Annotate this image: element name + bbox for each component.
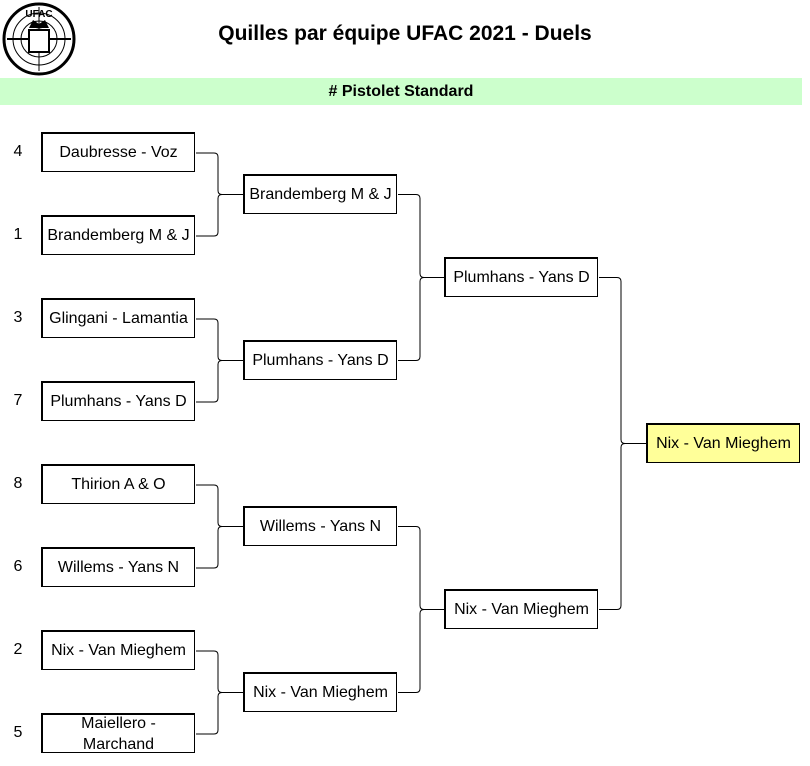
seed-number: 8 [13,475,23,492]
seed-number: 1 [13,226,23,243]
round1-match-box: Thirion A & O [41,464,195,504]
round2-match-box: Plumhans - Yans D [243,339,397,380]
round2-match-box: Nix - Van Mieghem [243,671,397,712]
round1-match-box: Daubresse - Voz [41,132,195,172]
bracket-connector [599,277,646,610]
round2-match-box: Willems - Yans N [243,505,397,546]
round3-match-box: Nix - Van Mieghem [444,588,598,629]
seed-number: 4 [13,143,23,160]
round1-match-box: Plumhans - Yans D [41,381,195,421]
bracket-connector [196,152,243,237]
ufac-logo: UFAC [2,2,76,76]
round1-match-box: Brandemberg M & J [41,215,195,255]
category-banner: # Pistolet Standard [0,78,802,105]
bracket-connector [398,526,444,693]
round1-match-box: Willems - Yans N [41,547,195,587]
seed-number: 6 [13,558,23,575]
round1-match-box: Glingani - Lamantia [41,298,195,338]
bracket-connector [398,194,444,361]
page-title: Quilles par équipe UFAC 2021 - Duels [218,22,592,45]
winner-box: Nix - Van Mieghem [646,422,800,463]
bracket-connector [196,318,243,403]
seed-number: 3 [13,309,23,326]
bracket-connector [196,650,243,735]
seed-number: 7 [13,392,23,409]
round1-match-box: Nix - Van Mieghem [41,630,195,670]
round2-match-box: Brandemberg M & J [243,173,397,214]
bracket-connector [196,484,243,569]
seed-number: 2 [13,641,23,658]
svg-text:UFAC: UFAC [25,9,52,20]
seed-number: 5 [13,724,23,741]
round1-match-box: Maiellero - Marchand [41,713,195,753]
round3-match-box: Plumhans - Yans D [444,256,598,297]
